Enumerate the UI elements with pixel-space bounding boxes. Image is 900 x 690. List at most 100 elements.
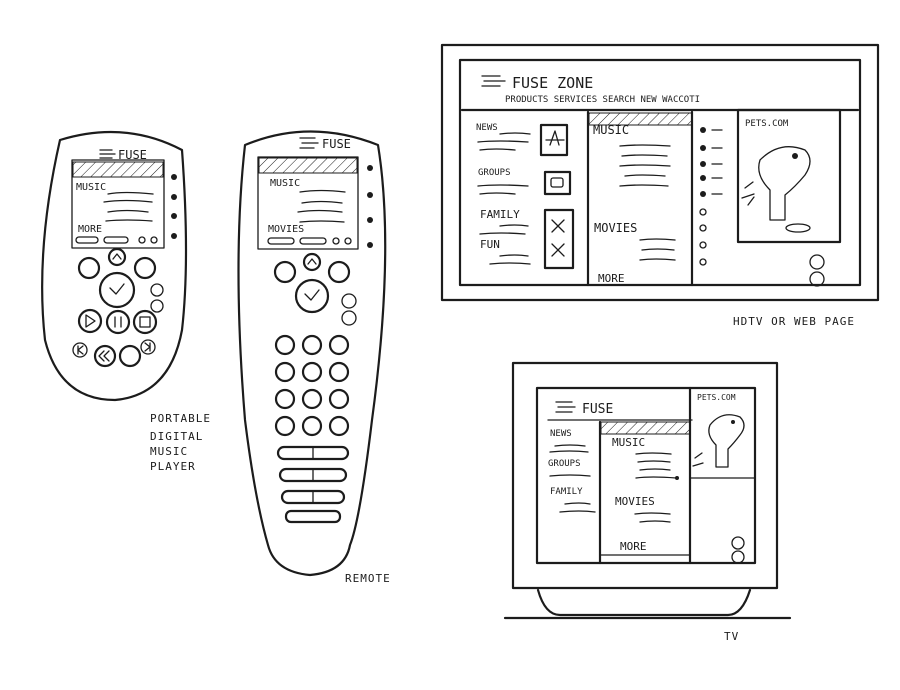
hdtv-caption: HDTV OR WEB PAGE bbox=[733, 315, 855, 328]
tv-movies-label[interactable]: MOVIES bbox=[615, 495, 655, 508]
hdtv-frame bbox=[440, 43, 880, 302]
smiley-icon bbox=[809, 254, 825, 270]
smiley-icon bbox=[731, 536, 745, 550]
hdtv-thumb-groups[interactable] bbox=[543, 170, 572, 196]
tv-caption: TV bbox=[724, 630, 739, 643]
smiley-icon bbox=[341, 293, 357, 309]
remote-select-button[interactable] bbox=[294, 278, 330, 314]
tv-sidebar-family[interactable]: FAMILY bbox=[550, 487, 583, 497]
portable-caption-1: PORTABLE bbox=[150, 412, 211, 425]
portable-select-button[interactable] bbox=[98, 271, 136, 309]
portable-player-body bbox=[41, 130, 188, 402]
remote-keypad bbox=[274, 334, 350, 437]
stop-icon bbox=[139, 316, 151, 328]
hdtv-music-label[interactable]: MUSIC bbox=[593, 123, 629, 137]
tv-pets-panel[interactable] bbox=[689, 387, 756, 479]
portable-rewind-button[interactable] bbox=[93, 344, 117, 368]
hdtv-pets-panel[interactable] bbox=[736, 108, 842, 244]
tv-main-header-bar bbox=[600, 421, 691, 435]
hdtv-thumb-family-fun[interactable] bbox=[543, 208, 575, 270]
remote-right-button[interactable] bbox=[327, 260, 351, 284]
hdtv-thumb-news[interactable] bbox=[539, 123, 569, 157]
portable-forward-button[interactable] bbox=[118, 344, 142, 368]
play-icon bbox=[85, 314, 96, 328]
hdtv-sidebar-fun[interactable]: FUN bbox=[480, 238, 500, 251]
tv-pets-label: PETS.COM bbox=[697, 393, 736, 402]
hdtv-sidebar-groups[interactable]: GROUPS bbox=[478, 168, 511, 178]
previous-icon bbox=[77, 345, 84, 355]
portable-more-label: MORE bbox=[78, 224, 102, 235]
portable-music-label: MUSIC bbox=[76, 182, 106, 193]
hdtv-title: FUSE ZONE bbox=[512, 74, 593, 92]
hdtv-movies-label[interactable]: MOVIES bbox=[594, 221, 637, 235]
keypad-button[interactable] bbox=[301, 415, 323, 437]
remote-screen-header-bar bbox=[258, 157, 358, 174]
remote-up-button[interactable] bbox=[302, 252, 322, 272]
tv-stand bbox=[536, 588, 752, 617]
remote-left-button[interactable] bbox=[273, 260, 297, 284]
frown-icon bbox=[809, 271, 825, 287]
remote-music-label: MUSIC bbox=[270, 178, 300, 189]
smiley-icon bbox=[150, 283, 164, 297]
portable-prev-button[interactable] bbox=[72, 342, 88, 358]
keypad-button[interactable] bbox=[301, 388, 323, 410]
tv-music-label[interactable]: MUSIC bbox=[612, 436, 645, 449]
portable-brand-text: FUSE bbox=[118, 148, 147, 162]
remote-list-lines bbox=[297, 189, 346, 223]
check-icon bbox=[304, 289, 320, 301]
remote-caption: REMOTE bbox=[345, 572, 391, 585]
sock-puppet-illustration bbox=[741, 146, 811, 233]
keypad-button[interactable] bbox=[274, 415, 296, 437]
portable-pause-button[interactable] bbox=[105, 309, 131, 335]
tv-sidebar-groups[interactable]: GROUPS bbox=[548, 459, 581, 469]
tv: FUSE NEWS GROUPS FAMILY MUSIC MOVIES MOR… bbox=[503, 361, 792, 620]
portable-caption-3: MUSIC bbox=[150, 445, 188, 458]
keypad-button[interactable] bbox=[274, 361, 296, 383]
keypad-button[interactable] bbox=[274, 388, 296, 410]
hdtv-sidebar-family[interactable]: FAMILY bbox=[480, 208, 520, 221]
frown-icon bbox=[341, 310, 357, 326]
keypad-button[interactable] bbox=[328, 388, 350, 410]
hdtv-web-page: FUSE ZONE PRODUCTS SERVICES SEARCH NEW W… bbox=[440, 43, 880, 302]
keypad-button[interactable] bbox=[301, 361, 323, 383]
remote-screen bbox=[257, 156, 359, 250]
portable-player: FUSE MUSIC MORE bbox=[41, 130, 188, 402]
tv-title: FUSE bbox=[582, 402, 613, 417]
tv-main-column bbox=[598, 386, 692, 565]
hdtv-more-label[interactable]: MORE bbox=[598, 272, 625, 285]
hdtv-pets-label: PETS.COM bbox=[745, 119, 789, 129]
hdtv-nav[interactable]: PRODUCTS SERVICES SEARCH NEW WACCOTI bbox=[505, 95, 700, 105]
portable-list-lines bbox=[103, 191, 154, 222]
keypad-button[interactable] bbox=[328, 415, 350, 437]
keypad-button[interactable] bbox=[328, 361, 350, 383]
tv-more-label[interactable]: MORE bbox=[620, 540, 647, 553]
pause-icon bbox=[114, 316, 122, 328]
frown-icon bbox=[731, 550, 745, 564]
portable-caption-4: PLAYER bbox=[150, 460, 196, 473]
sock-puppet-illustration bbox=[692, 414, 745, 468]
remote-brand-text: FUSE bbox=[322, 137, 351, 151]
portable-up-button[interactable] bbox=[107, 247, 127, 267]
tv-sidebar-news[interactable]: NEWS bbox=[550, 429, 572, 439]
keypad-button[interactable] bbox=[301, 334, 323, 356]
portable-screen-header-bar bbox=[72, 161, 164, 178]
tv-frame bbox=[511, 361, 779, 590]
keypad-button[interactable] bbox=[328, 334, 350, 356]
remote-body bbox=[237, 130, 387, 577]
portable-left-button[interactable] bbox=[77, 256, 101, 280]
keypad-button[interactable] bbox=[274, 334, 296, 356]
rewind-icon bbox=[98, 350, 110, 362]
hdtv-main-header-bar bbox=[588, 112, 693, 126]
portable-stop-button[interactable] bbox=[132, 309, 158, 335]
hdtv-main-column bbox=[586, 110, 694, 287]
portable-next-button[interactable] bbox=[140, 339, 156, 355]
hdtv-screen bbox=[458, 58, 862, 287]
hdtv-sidebar-news[interactable]: NEWS bbox=[476, 123, 498, 133]
portable-right-button[interactable] bbox=[133, 256, 157, 280]
frown-icon bbox=[150, 299, 164, 313]
portable-play-button[interactable] bbox=[77, 308, 103, 334]
check-icon bbox=[109, 283, 125, 295]
remote-rocker-4[interactable] bbox=[284, 509, 342, 524]
remote: FUSE MUSIC MOVIES bbox=[237, 130, 387, 577]
